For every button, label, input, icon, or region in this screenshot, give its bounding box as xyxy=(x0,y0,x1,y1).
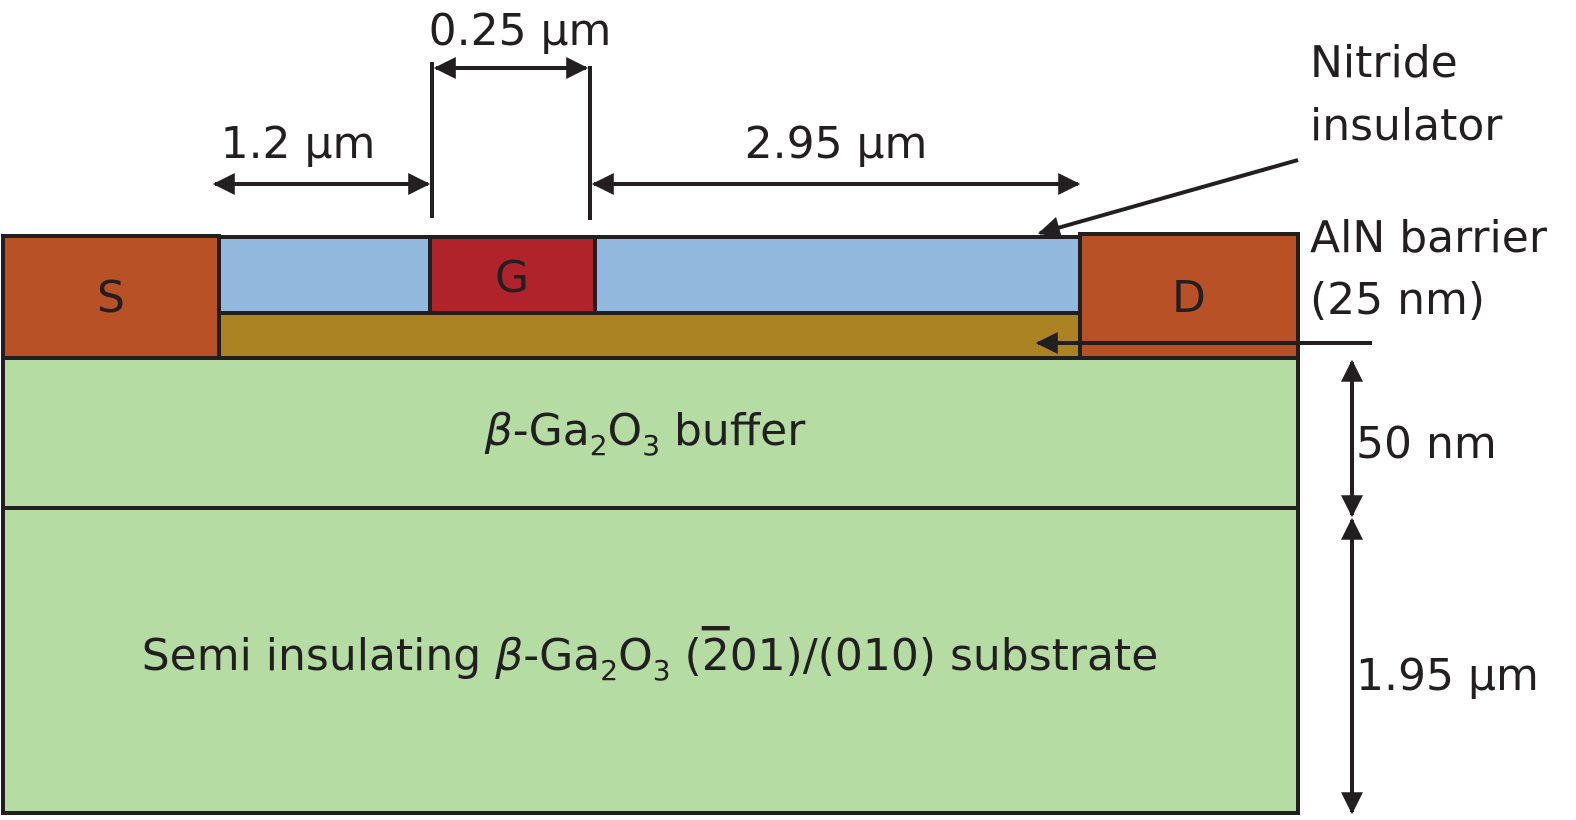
nitride-annotation-line1: Nitride xyxy=(1310,37,1458,88)
substrate-thickness-label: 1.95 µm xyxy=(1356,650,1539,701)
drain-label: D xyxy=(1172,272,1206,323)
gate-length-label: 0.25 µm xyxy=(429,5,612,56)
gate-electrode xyxy=(428,235,597,315)
source-gate-label: 1.2 µm xyxy=(221,118,376,169)
source-electrode xyxy=(1,234,221,360)
gate-drain-label: 2.95 µm xyxy=(745,118,928,169)
buffer-label: β-Ga2O3 buffer xyxy=(484,405,807,462)
aln-annotation-line1: AlN barrier xyxy=(1310,212,1548,263)
nitride-insulator-layer xyxy=(217,235,1082,315)
aln-annotation-line2: (25 nm) xyxy=(1310,274,1485,325)
gate-label: G xyxy=(495,252,529,303)
nitride-annotation-line2: insulator xyxy=(1310,100,1503,151)
aln-barrier-layer xyxy=(217,311,1082,360)
nitride-pointer-arrow xyxy=(1037,158,1299,239)
source-label: S xyxy=(97,272,125,323)
buffer-thickness-label: 50 nm xyxy=(1356,418,1497,469)
buffer-layer xyxy=(1,356,1300,510)
substrate-layer xyxy=(1,506,1300,815)
substrate-label: Semi insulating β-Ga2O3 (201)/(010) subs… xyxy=(142,630,1159,687)
drain-electrode xyxy=(1078,232,1300,360)
